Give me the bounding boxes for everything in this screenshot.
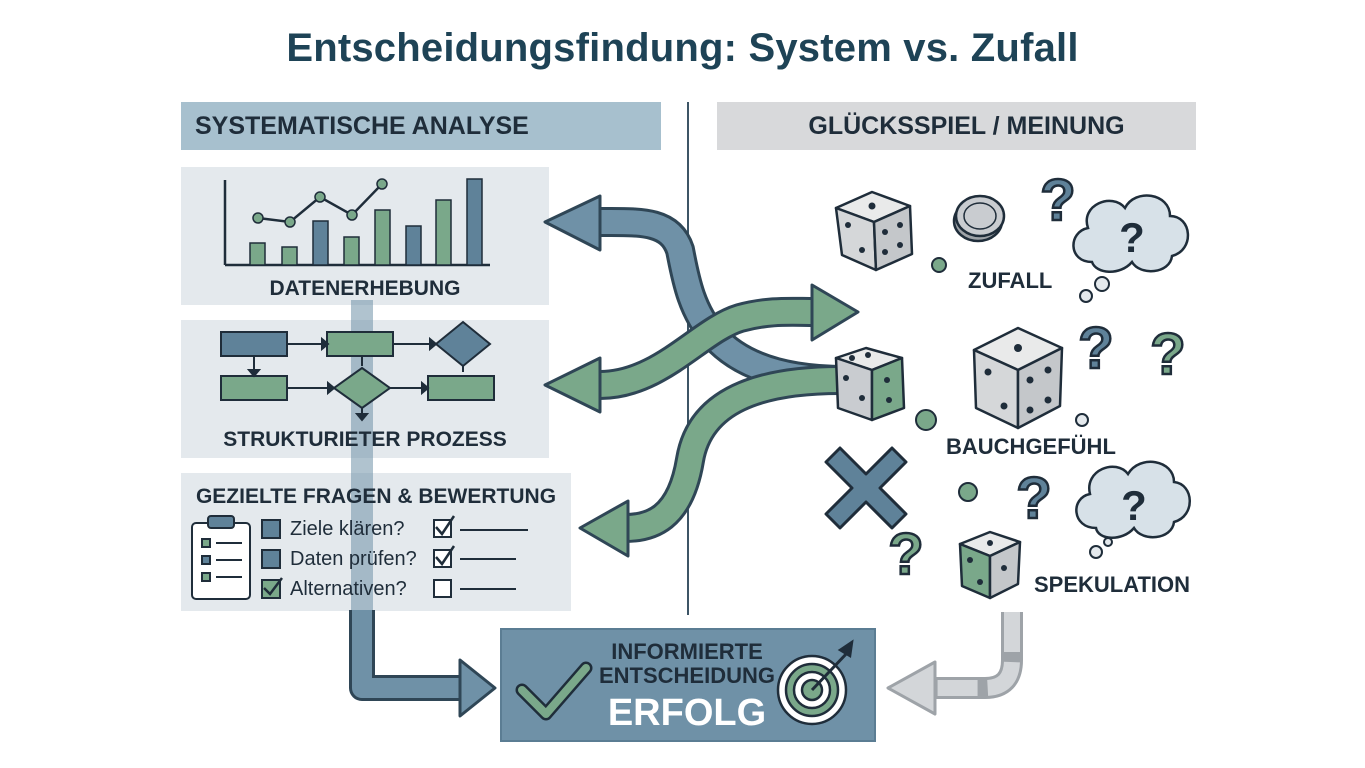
answer-checkmarks bbox=[433, 515, 528, 598]
flowchart-icon bbox=[220, 320, 495, 422]
die-icon-top bbox=[834, 190, 914, 272]
left-down-arrow-head bbox=[458, 658, 497, 718]
question-mark-icon: ? bbox=[888, 522, 923, 587]
question-data: Daten prüfen? bbox=[290, 548, 417, 570]
target-icon bbox=[776, 639, 854, 726]
speculation-label: SPEKULATION bbox=[1034, 572, 1191, 597]
question-mark-icon: ? bbox=[1040, 168, 1075, 233]
data-collection-label: DATENERHEBUNG bbox=[269, 277, 461, 300]
question-mark-icon: ? bbox=[1119, 214, 1145, 261]
die-icon-bottom bbox=[958, 530, 1022, 600]
dot bbox=[931, 257, 947, 273]
page-title: Entscheidungsfindung: System vs. Zufall bbox=[286, 26, 1079, 70]
question-goals: Ziele klären? bbox=[290, 518, 405, 540]
question-checkboxes bbox=[261, 519, 283, 599]
die-icon-middle-left bbox=[834, 346, 906, 422]
coin-icon bbox=[952, 194, 1006, 243]
systematic-analysis-header: SYSTEMATISCHE ANALYSE bbox=[181, 102, 661, 150]
result-line-1: INFORMIERTE bbox=[611, 639, 763, 664]
chance-label: ZUFALL bbox=[968, 268, 1053, 293]
bar-chart-icon bbox=[223, 178, 490, 267]
checkmark-icon bbox=[518, 664, 590, 718]
structured-process-label: STRUKTURIETER PROZESS bbox=[223, 428, 507, 451]
right-grey-arrow-head bbox=[886, 660, 937, 716]
thought-cloud-top bbox=[1072, 194, 1190, 273]
question-mark-icon: ? bbox=[1016, 466, 1051, 531]
cross-icon bbox=[824, 446, 908, 530]
result-line-2: ENTSCHEIDUNG bbox=[598, 663, 775, 688]
question-mark-icon: ? bbox=[1150, 322, 1185, 387]
curve-arrow-green-left-head bbox=[543, 356, 602, 414]
success-label: ERFOLG bbox=[607, 692, 767, 734]
question-mark-icon: ? bbox=[1121, 482, 1147, 529]
gambling-opinion-header: GLÜCKSSPIEL / MEINUNG bbox=[717, 102, 1196, 150]
gut-feeling-label: BAUCHGEFÜHL bbox=[946, 434, 1116, 459]
question-mark-icon: ? bbox=[1078, 316, 1113, 381]
question-alternatives: Alternativen? bbox=[290, 578, 407, 600]
data-collection-panel bbox=[181, 167, 549, 305]
targeted-questions-label: GEZIELTE FRAGEN & BEWERTUNG bbox=[195, 485, 557, 508]
clipboard-icon bbox=[191, 515, 251, 600]
left-down-arrow-outline bbox=[349, 610, 462, 701]
thought-cloud-bottom bbox=[1075, 460, 1191, 539]
die-icon-large bbox=[972, 326, 1064, 430]
